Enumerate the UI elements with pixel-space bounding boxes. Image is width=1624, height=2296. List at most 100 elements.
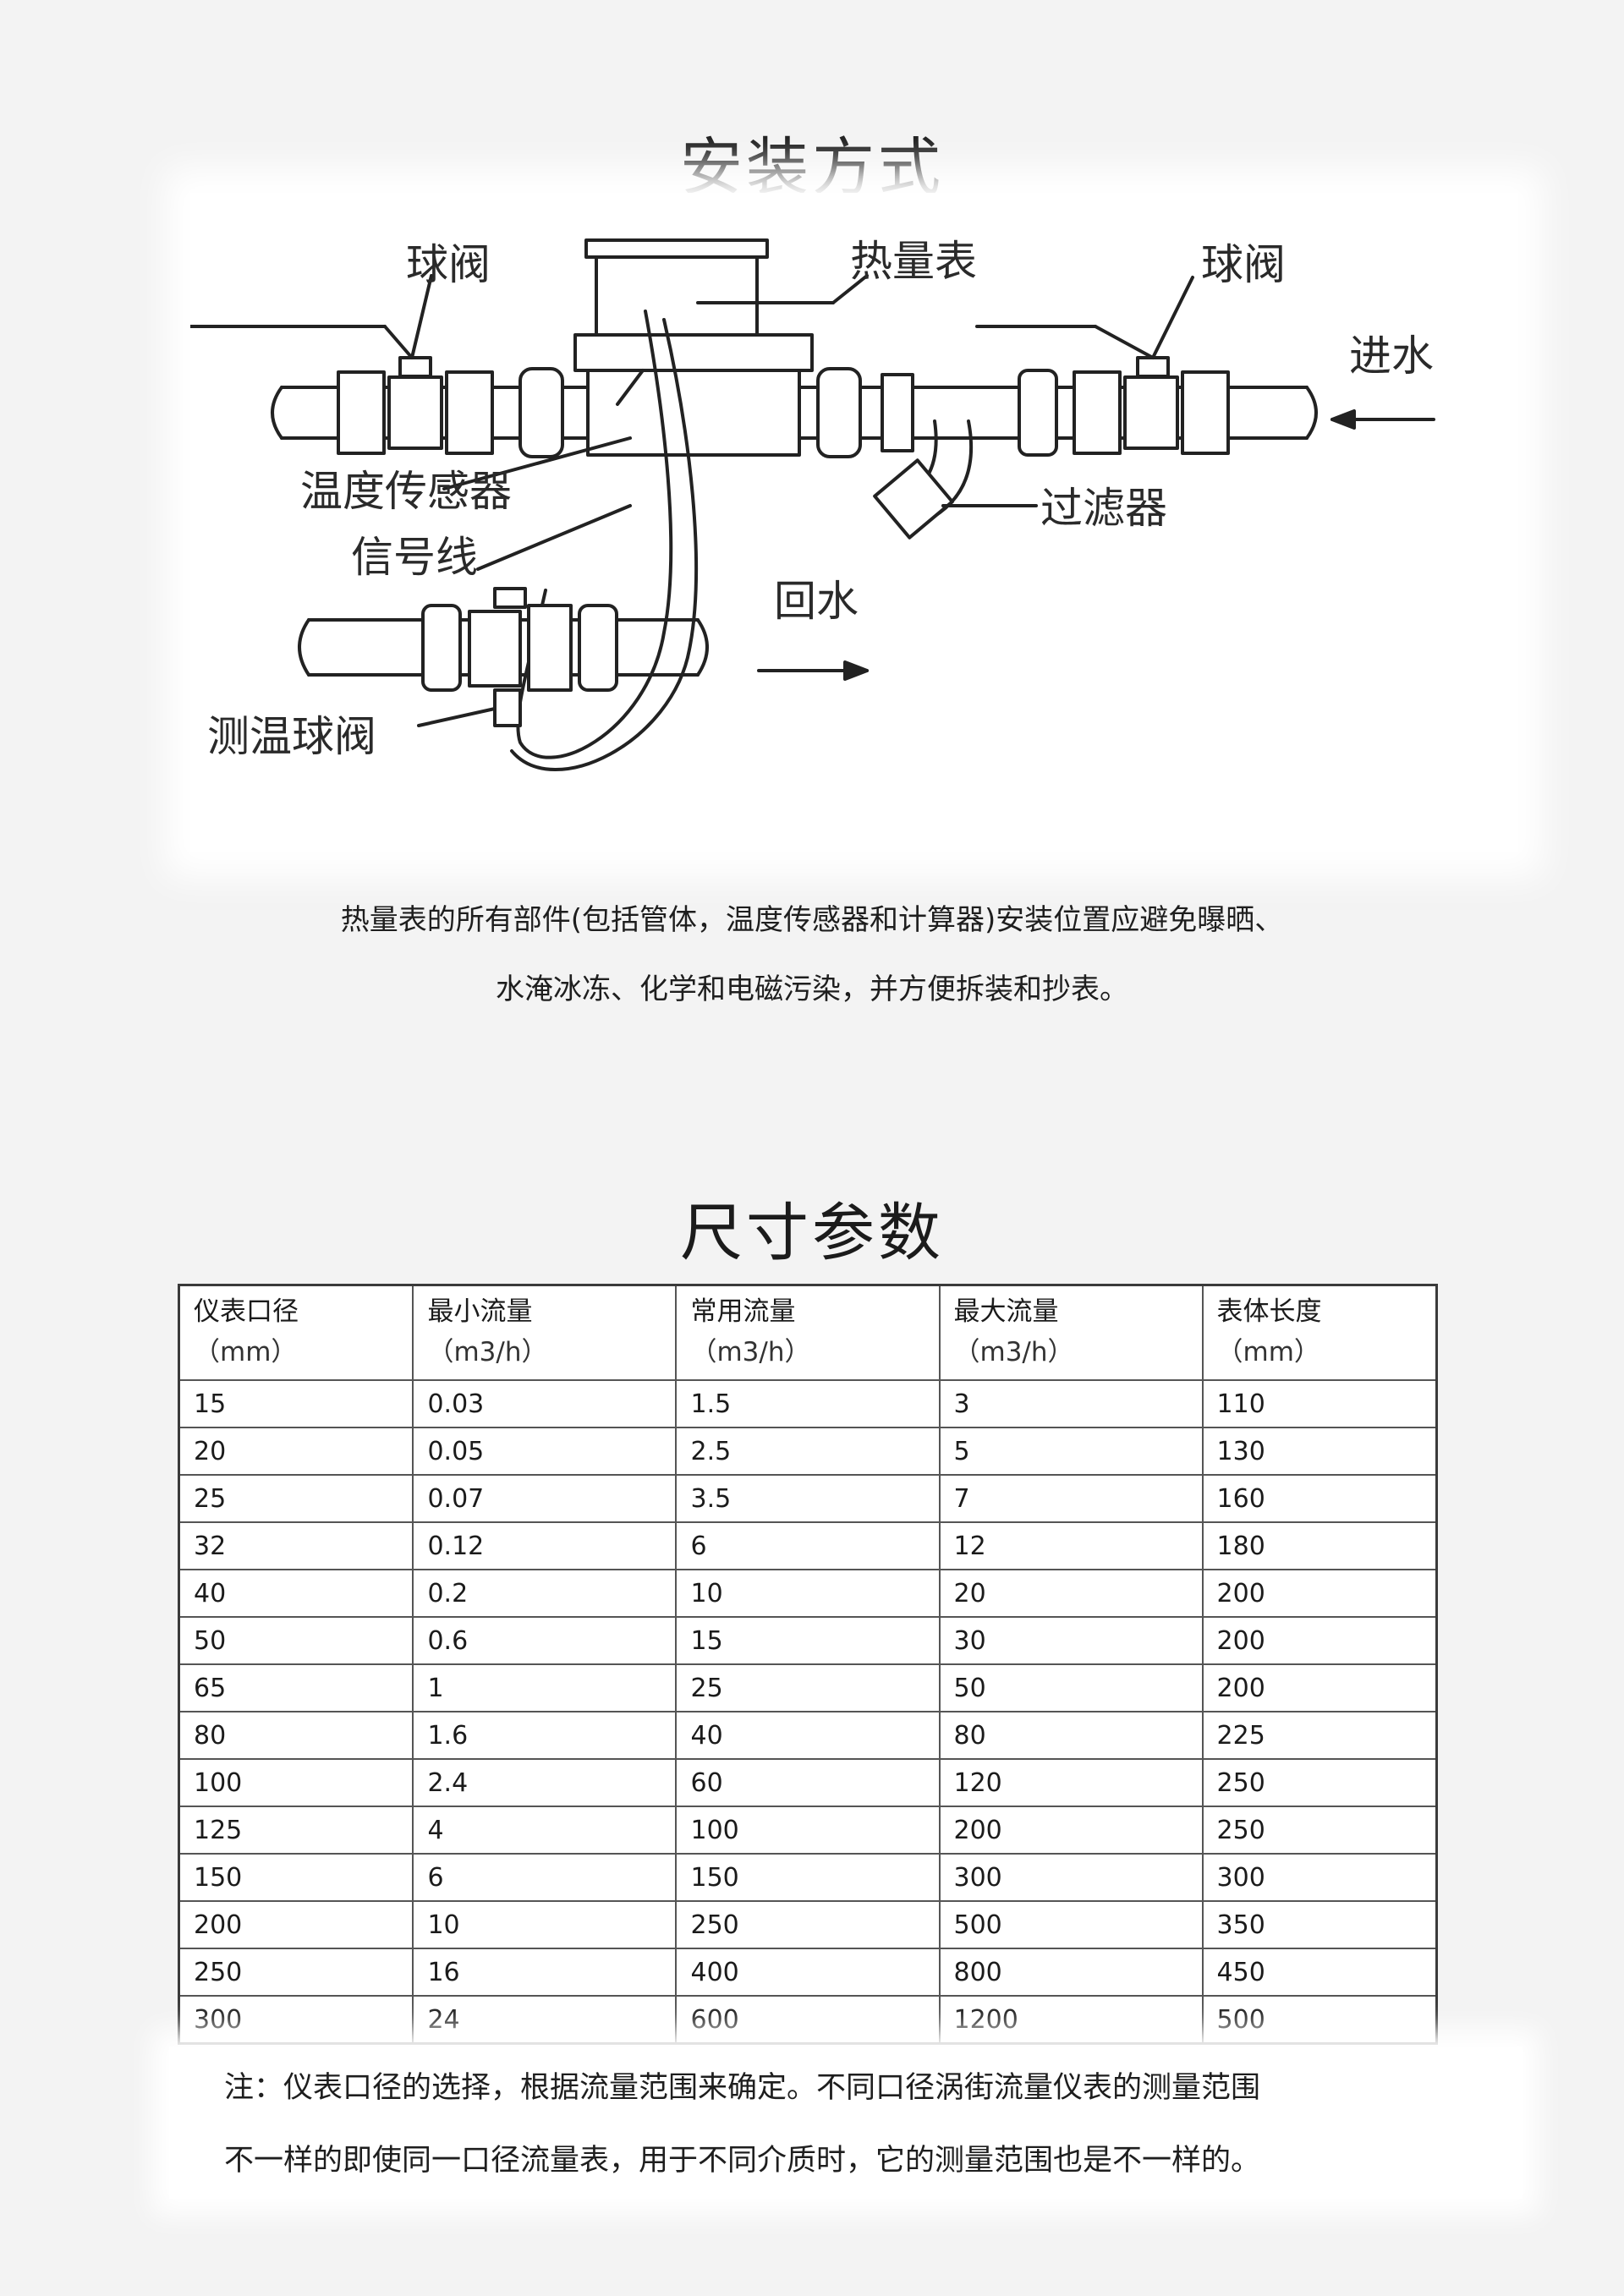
cell-common-flow: 15: [675, 1616, 941, 1665]
cell-common-flow: 2.5: [675, 1427, 941, 1476]
header-min-flow-name: 最小流量: [427, 1296, 533, 1327]
cell-body-length: 130: [1201, 1427, 1438, 1476]
cell-max-flow: 200: [938, 1806, 1204, 1855]
cell-body-length: 200: [1201, 1616, 1438, 1665]
header-min-flow: 最小流量 （m3/h）: [412, 1284, 678, 1381]
cell-diameter: 32: [178, 1521, 414, 1570]
cell-max-flow: 800: [938, 1948, 1204, 1997]
label-signal-wire: 信号线: [351, 533, 478, 582]
cell-body-length: 110: [1201, 1379, 1438, 1428]
cell-body-length: 250: [1201, 1806, 1438, 1855]
header-body-length-unit: （mm）: [1216, 1337, 1320, 1367]
cell-min-flow: 1.6: [412, 1711, 678, 1760]
label-heat-meter: 热量表: [850, 237, 977, 286]
cell-common-flow: 600: [675, 1995, 941, 2045]
cell-min-flow: 2.4: [412, 1758, 678, 1807]
note-line-2: 不一样的即使同一口径流量表，用于不同介质时，它的测量范围也是不一样的。: [224, 2144, 1261, 2178]
cell-diameter: 50: [178, 1616, 414, 1665]
cell-common-flow: 1.5: [675, 1379, 941, 1428]
cell-diameter: 100: [178, 1758, 414, 1807]
dimension-table-container: 仪表口径 （mm） 最小流量 （m3/h） 常用流量 （m3/h） 最大流量（m3/h…: [178, 1284, 1438, 2045]
cell-body-length: 300: [1201, 1853, 1438, 1902]
cell-max-flow: 300: [938, 1853, 1204, 1902]
cell-max-flow: 80: [938, 1711, 1204, 1760]
cell-body-length: 225: [1201, 1711, 1438, 1760]
cell-common-flow: 400: [675, 1948, 941, 1997]
cell-max-flow: 12: [938, 1521, 1204, 1570]
cell-diameter: 25: [178, 1474, 414, 1523]
cell-min-flow: 0.05: [412, 1427, 678, 1476]
cell-diameter: 20: [178, 1427, 414, 1476]
label-ball-valve-right: 球阀: [1201, 240, 1286, 289]
cell-diameter: 250: [178, 1948, 414, 1997]
install-description-line-1: 热量表的所有部件(包括管体，温度传感器和计算器)安装位置应避免曝晒、: [340, 903, 1284, 937]
cell-max-flow: 30: [938, 1616, 1204, 1665]
cell-common-flow: 10: [675, 1569, 941, 1618]
dimension-table: 仪表口径 （mm） 最小流量 （m3/h） 常用流量 （m3/h） 最大流量（m3/h…: [178, 1284, 1438, 2045]
cell-max-flow: 20: [938, 1569, 1204, 1618]
cell-body-length: 200: [1201, 1663, 1438, 1712]
cell-common-flow: 250: [675, 1900, 941, 1949]
cell-common-flow: 100: [675, 1806, 941, 1855]
label-return-water: 回水: [774, 577, 859, 626]
cell-diameter: 65: [178, 1663, 414, 1712]
table-header-row: 仪表口径 （mm） 最小流量 （m3/h） 常用流量 （m3/h） 最大流量（m3/h…: [178, 1284, 1438, 1381]
header-diameter-name: 仪表口径: [194, 1296, 299, 1327]
cell-min-flow: 0.12: [412, 1521, 678, 1570]
cell-diameter: 40: [178, 1569, 414, 1618]
installation-diagram-drawing: 球阀 热量表 球阀 进水 温度传感器 过滤器 信号线 回水 测温球阀: [190, 237, 1435, 771]
header-min-flow-unit: （m3/h）: [427, 1337, 548, 1367]
cell-min-flow: 10: [412, 1900, 678, 1949]
install-description-line-2: 水淹冰冻、化学和电磁污染，并方便拆装和抄表。: [496, 973, 1128, 1006]
label-temp-ball-valve: 测温球阀: [207, 712, 376, 761]
cell-max-flow: 5: [938, 1427, 1204, 1476]
cell-diameter: 125: [178, 1806, 414, 1855]
cell-body-length: 180: [1201, 1521, 1438, 1570]
cell-diameter: 80: [178, 1711, 414, 1760]
cell-body-length: 450: [1201, 1948, 1438, 1997]
cell-min-flow: 0.03: [412, 1379, 678, 1428]
cell-max-flow: 7: [938, 1474, 1204, 1523]
header-max-flow-unit: （m3/h）: [953, 1337, 1074, 1367]
note-background: [169, 2047, 1522, 2199]
header-diameter-unit: （mm）: [194, 1337, 298, 1367]
cell-max-flow: 1200: [938, 1995, 1204, 2045]
cell-common-flow: 25: [675, 1663, 941, 1712]
header-diameter: 仪表口径 （mm）: [178, 1284, 414, 1381]
label-filter: 过滤器: [1040, 484, 1167, 533]
cell-diameter: 150: [178, 1853, 414, 1902]
cell-max-flow: 120: [938, 1758, 1204, 1807]
cell-common-flow: 3.5: [675, 1474, 941, 1523]
cell-body-length: 350: [1201, 1900, 1438, 1949]
cell-common-flow: 60: [675, 1758, 941, 1807]
cell-diameter: 15: [178, 1379, 414, 1428]
cell-common-flow: 40: [675, 1711, 941, 1760]
installation-diagram: 球阀 热量表 球阀 进水 温度传感器 过滤器 信号线 回水 测温球阀: [190, 193, 1518, 852]
header-common-flow: 常用流量 （m3/h）: [675, 1284, 941, 1381]
header-max-flow: 最大流量（m3/h）: [938, 1284, 1204, 1381]
label-temp-sensor: 温度传感器: [300, 467, 512, 516]
cell-body-length: 500: [1201, 1995, 1438, 2045]
cell-max-flow: 500: [938, 1900, 1204, 1949]
header-body-length-name: 表体长度: [1216, 1296, 1322, 1327]
header-body-length: 表体长度 （mm）: [1201, 1284, 1438, 1381]
header-common-flow-unit: （m3/h）: [690, 1337, 811, 1367]
cell-common-flow: 150: [675, 1853, 941, 1902]
cell-min-flow: 1: [412, 1663, 678, 1712]
header-common-flow-name: 常用流量: [690, 1296, 796, 1327]
cell-diameter: 300: [178, 1995, 414, 2045]
note-line-1: 注：仪表口径的选择，根据流量范围来确定。不同口径涡街流量仪表的测量范围: [224, 2071, 1261, 2105]
cell-body-length: 160: [1201, 1474, 1438, 1523]
